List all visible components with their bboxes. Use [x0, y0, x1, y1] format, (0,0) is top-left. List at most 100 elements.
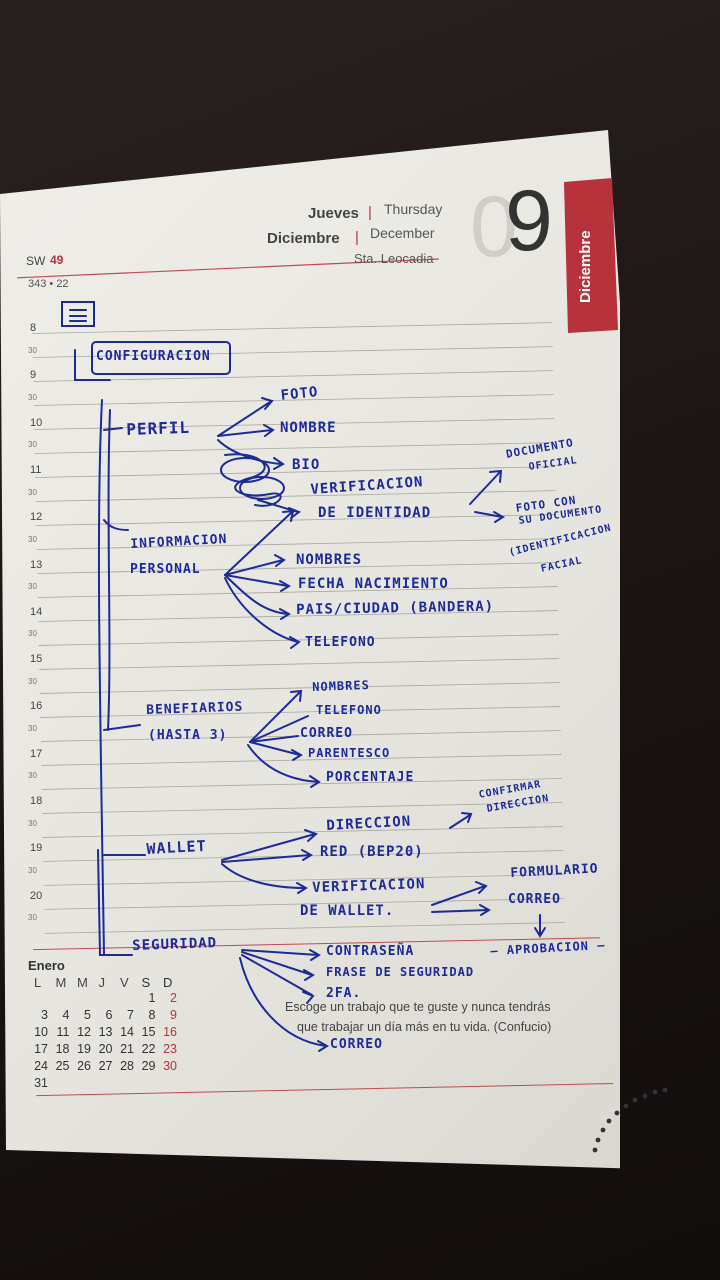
calendar-month: Enero [28, 958, 65, 973]
calendar-day: 11 [56, 1025, 70, 1039]
day-of-year: 343 • 22 [28, 278, 69, 290]
calendar-day: 16 [163, 1025, 177, 1039]
ruled-line [40, 730, 561, 742]
hour-label: 30 [28, 487, 37, 497]
day-en: Thursday [384, 201, 443, 217]
calendar-day: 3 [41, 1008, 48, 1022]
quote-line-2: que trabajar un día más en tu vida. (Con… [297, 1020, 552, 1034]
hour-label: 17 [30, 747, 43, 760]
footer-rule-bottom [36, 1083, 614, 1097]
calendar-weekday: M [77, 975, 88, 990]
calendar-day: 27 [98, 1059, 113, 1073]
week-number: 49 [50, 253, 64, 267]
ruled-lines [32, 322, 565, 934]
calendar-weekday: V [120, 975, 129, 990]
hour-label: 12 [30, 511, 43, 524]
hour-label: 30 [28, 440, 37, 450]
footer-rule-top [33, 937, 601, 951]
hour-label: 20 [30, 889, 43, 902]
month-en: December [370, 225, 435, 241]
ruled-line [35, 490, 556, 502]
note-benef-porcentaje: PORCENTAJE [326, 770, 415, 785]
ruled-line [37, 562, 558, 574]
separator-2: | [355, 229, 359, 246]
hour-label: 19 [30, 842, 43, 855]
ruled-line [32, 346, 553, 358]
calendar-weekday: J [98, 975, 106, 990]
calendar-weekday: L [34, 975, 42, 990]
hour-label: 30 [28, 676, 37, 686]
note-info-nombres: NOMBRES [296, 552, 363, 568]
day-es: Jueves [308, 205, 359, 222]
week-label: SW [26, 254, 46, 268]
saint-of-day: Sta. Leocadia [354, 251, 434, 266]
note-seg-contrasena: CONTRASEÑA [326, 944, 415, 959]
ruled-line [44, 898, 565, 910]
ruled-line [33, 394, 554, 406]
calendar-weekday: S [141, 975, 151, 990]
ruled-line [38, 610, 559, 622]
ruled-line [36, 514, 557, 526]
ruled-line [41, 778, 562, 790]
hour-label: 8 [30, 322, 37, 334]
hour-label: 30 [28, 629, 37, 639]
calendar-day: 22 [141, 1042, 156, 1056]
calendar-day: 24 [34, 1059, 48, 1073]
note-bio: BIO [292, 457, 321, 473]
hour-label: 30 [28, 771, 37, 781]
calendar-day: 5 [84, 1008, 91, 1022]
calendar-day: 23 [163, 1042, 177, 1056]
hour-label: 10 [30, 416, 43, 429]
ruled-line [39, 682, 560, 694]
calendar-day: 20 [98, 1042, 113, 1056]
hour-label: 9 [30, 369, 37, 382]
calendar-day: 30 [163, 1059, 177, 1073]
month-es: Diciembre [267, 230, 340, 247]
note-benef-correo: CORREO [300, 726, 353, 741]
hour-label: 14 [30, 605, 43, 618]
note-perfil: PERFIL [126, 417, 191, 439]
ruled-line [42, 826, 563, 838]
ruled-line [40, 706, 561, 718]
note-wallet: WALLET [146, 836, 208, 858]
hour-label: 30 [28, 724, 37, 734]
hour-label: 16 [30, 700, 43, 713]
separator-1: | [368, 204, 372, 221]
calendar-weekday: D [163, 975, 173, 990]
hour-label: 18 [30, 795, 43, 807]
calendar-day: 21 [120, 1042, 134, 1056]
note-benef-nombres: NOMBRES [312, 677, 371, 694]
calendar-day: 25 [55, 1059, 70, 1073]
note-nombre: NOMBRE [280, 420, 337, 436]
calendar-day: 18 [55, 1042, 70, 1056]
ruled-line [43, 874, 564, 886]
hour-label: 13 [30, 558, 43, 571]
quote-line-1: Escoge un trabajo que te guste y nunca t… [285, 1000, 551, 1014]
ruled-line [39, 658, 560, 670]
note-seguridad: SEGURIDAD [132, 935, 218, 954]
calendar-day: 8 [148, 1008, 156, 1022]
calendar-day: 6 [105, 1008, 113, 1022]
ruled-line [37, 586, 558, 598]
calendar-day: 28 [120, 1059, 134, 1073]
date-number: 9 [505, 173, 553, 269]
note-verificacion-2: DE IDENTIDAD [318, 505, 432, 521]
hour-label: 30 [28, 865, 37, 875]
hour-label: 30 [28, 345, 37, 355]
ruled-line [42, 802, 563, 814]
note-benef-parentesco: PARENTESCO [308, 746, 391, 760]
note-info-telefono: TELEFONO [305, 635, 376, 650]
note-correo-b: CORREO [508, 892, 561, 907]
calendar-day: 29 [141, 1059, 156, 1073]
note-seg-correo: CORREO [330, 1037, 383, 1052]
ruled-line [41, 754, 562, 766]
hour-label: 30 [28, 582, 37, 592]
header-rule [17, 258, 439, 279]
calendar-day: 12 [77, 1025, 91, 1039]
ruled-line [32, 322, 553, 334]
calendar-day: 19 [77, 1042, 91, 1056]
hour-label: 30 [28, 818, 37, 828]
notes-icon [61, 301, 95, 327]
calendar-day: 17 [34, 1042, 48, 1056]
